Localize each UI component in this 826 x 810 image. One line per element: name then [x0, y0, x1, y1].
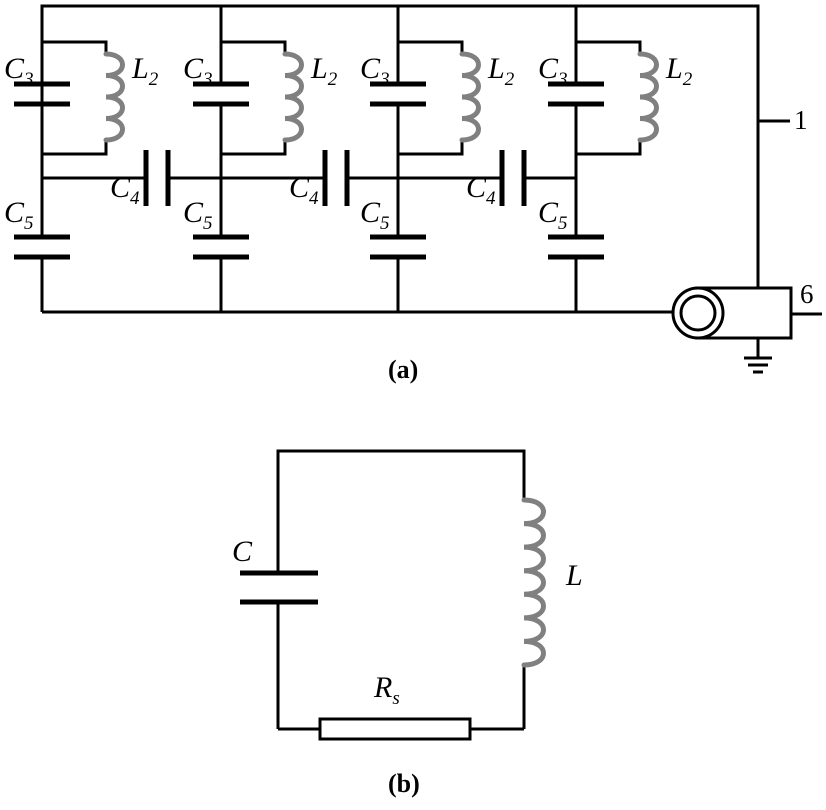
- inductor-l-coil: [521, 497, 546, 668]
- inductor-l2-label: L2: [665, 52, 693, 90]
- inductor-l2-label: L2: [131, 52, 159, 90]
- capacitor-c5-label: C5: [360, 196, 390, 234]
- capacitor-c-label: C: [232, 535, 253, 568]
- coupling-capacitors: C4 C4 C4: [42, 150, 576, 209]
- capacitor-c4-label: C4: [110, 171, 140, 209]
- capacitor-c3-label: C3: [538, 52, 568, 90]
- capacitor-c5-label: C5: [183, 196, 213, 234]
- inductor-l2-label: L2: [487, 52, 515, 90]
- coupling-capacitor-c4: C4: [42, 150, 221, 209]
- inductor-l2-coil: [282, 51, 304, 143]
- capacitor-c4-label: C4: [289, 171, 319, 209]
- figure-b: C L Rs (b): [232, 449, 583, 798]
- resistor-rs: [318, 717, 472, 741]
- coax-connector: [671, 286, 822, 374]
- caption-b: (b): [388, 769, 420, 798]
- inductor-l2-coil: [637, 51, 659, 143]
- inductor-l2-label: L2: [310, 52, 338, 90]
- coupling-capacitor-c4: C4: [398, 150, 576, 209]
- coupling-capacitor-c4: C4: [221, 150, 398, 209]
- loop-wire-left: [276, 449, 526, 571]
- terminal-6-label: 6: [800, 279, 814, 309]
- inductor-l-label: L: [565, 559, 583, 592]
- capacitor-c3-label: C3: [360, 52, 390, 90]
- capacitor-c3-label: C3: [4, 52, 34, 90]
- resistor-rs-label: Rs: [373, 671, 400, 709]
- caption-a: (a): [388, 355, 418, 384]
- capacitor-c5-label: C5: [4, 196, 34, 234]
- top-rail-wire: [40, 4, 760, 288]
- terminal-1-label: 1: [794, 105, 808, 135]
- inductor-l2-coil: [459, 51, 481, 143]
- capacitor-c3-label: C3: [183, 52, 213, 90]
- capacitor-c4-label: C4: [466, 171, 496, 209]
- inductor-l2-coil: [103, 51, 125, 143]
- capacitor-c5-label: C5: [538, 196, 568, 234]
